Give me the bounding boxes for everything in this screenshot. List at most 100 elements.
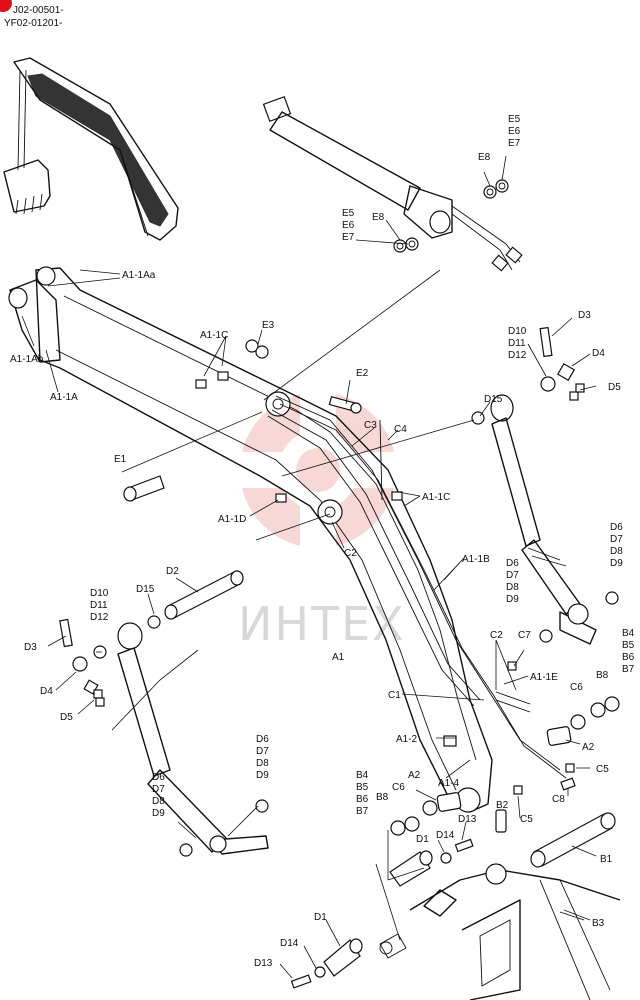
callout-labels: A1-1Aa A1-1Ab A1-1A A1-1C A1-1C A1-1D A1… <box>10 114 635 969</box>
serial-range-2: YF02-01201- <box>4 18 62 29</box>
pin-b1 <box>530 812 616 868</box>
seal-b4-b7-right <box>604 696 620 712</box>
label-d6-left-b: D6 <box>152 772 165 783</box>
bucket-cylinder-right <box>471 326 619 645</box>
label-d12-right: D12 <box>508 350 527 361</box>
bracket-d1-mid <box>389 850 433 887</box>
serial-range-1: J02-00501- <box>13 5 64 16</box>
corner-mark <box>0 0 12 12</box>
label-d7-right-top: D7 <box>610 534 623 545</box>
label-e6-mid: E6 <box>342 220 355 231</box>
label-d8-left-b: D8 <box>152 796 165 807</box>
label-b2: B2 <box>496 800 509 811</box>
washer-d14-bottom <box>314 966 326 978</box>
label-a1-1a: A1-1A <box>50 392 78 403</box>
label-e6-top: E6 <box>508 126 521 137</box>
fitting-c8 <box>560 777 576 791</box>
label-c1: C1 <box>388 690 401 701</box>
label-b4-bottom: B4 <box>356 770 369 781</box>
label-c7: C7 <box>518 630 531 641</box>
boom-cylinder-left <box>59 615 269 857</box>
label-a1: A1 <box>332 652 345 663</box>
bolt-d13-mid <box>454 838 474 853</box>
label-d11-left: D11 <box>90 600 108 611</box>
label-d5-right: D5 <box>608 382 621 393</box>
label-d8-right-mid: D8 <box>506 582 519 593</box>
label-c5-bottom: C5 <box>520 814 533 825</box>
label-d6-right-mid: D6 <box>506 558 519 569</box>
seal-b8-bottom <box>404 816 420 832</box>
grease-fitting-c5-bottom <box>513 785 523 795</box>
bolt-b2 <box>495 809 507 833</box>
label-b8-right: B8 <box>596 670 609 681</box>
bushing-a2-right <box>546 726 572 746</box>
label-d14-mid: D14 <box>436 830 455 841</box>
seal-ring-e8-mid <box>393 239 407 253</box>
label-b6-bottom: B6 <box>356 794 369 805</box>
arm-cylinder <box>262 96 523 272</box>
label-b4-right: B4 <box>622 628 635 639</box>
grease-fitting-c7 <box>507 661 517 671</box>
seal-b4-b7-bottom <box>390 820 406 836</box>
label-a1-1b: A1-1B <box>462 554 490 565</box>
label-d15-left: D15 <box>136 584 155 595</box>
label-d1-mid: D1 <box>416 834 429 845</box>
label-b5-right: B5 <box>622 640 635 651</box>
label-e7-mid: E7 <box>342 232 355 243</box>
watermark-text: ИНТЕХ <box>238 597 406 651</box>
label-d8-left-a: D8 <box>256 758 269 769</box>
label-a2-right: A2 <box>582 742 595 753</box>
label-d9-left-a: D9 <box>256 770 269 781</box>
label-b6-right: B6 <box>622 652 635 663</box>
label-b8-bottom: B8 <box>376 792 389 803</box>
label-a1-1d: A1-1D <box>218 514 246 525</box>
label-a1-1ab: A1-1Ab <box>10 354 44 365</box>
label-e1: E1 <box>114 454 127 465</box>
hydraulic-lines <box>267 395 567 779</box>
label-d9-right-top: D9 <box>610 558 623 569</box>
nut-e3 <box>245 339 269 359</box>
label-d15-right: D15 <box>484 394 503 405</box>
watermark-logo <box>236 388 400 552</box>
label-a1-1e: A1-1E <box>530 672 558 683</box>
label-a2-bottom: A2 <box>408 770 421 781</box>
label-c3: C3 <box>364 420 377 431</box>
label-b7-bottom: B7 <box>356 806 369 817</box>
label-c6-right: C6 <box>570 682 583 693</box>
label-d12-left: D12 <box>90 612 109 623</box>
label-d4-right: D4 <box>592 348 605 359</box>
label-a1-1aa: A1-1Aa <box>122 270 156 281</box>
label-c2-right: C2 <box>490 630 503 641</box>
seal-c6-bottom <box>422 800 438 816</box>
label-a1-2: A1-2 <box>396 734 418 745</box>
label-d6-left-a: D6 <box>256 734 269 745</box>
label-a1-1c-left: A1-1C <box>200 330 228 341</box>
label-c5-right: C5 <box>596 764 609 775</box>
label-d7-left-a: D7 <box>256 746 269 757</box>
label-c6-bottom: C6 <box>392 782 405 793</box>
label-d3-right: D3 <box>578 310 591 321</box>
label-e2: E2 <box>356 368 369 379</box>
label-e3: E3 <box>262 320 275 331</box>
label-d8-right-top: D8 <box>610 546 623 557</box>
label-d1-bottom: D1 <box>314 912 327 923</box>
label-b7-right: B7 <box>622 664 635 675</box>
label-d13-bottom: D13 <box>254 958 273 969</box>
excavator-arm-thumbnail <box>3 57 179 241</box>
boom-foot-pin-e1 <box>123 475 165 502</box>
seal-b8-right <box>590 702 606 718</box>
label-d11-right: D11 <box>508 338 526 349</box>
bushing-a2-bottom <box>436 792 462 812</box>
bolt-e2 <box>328 396 362 414</box>
seal-ring-e8-top <box>483 185 497 199</box>
label-d5-left: D5 <box>60 712 73 723</box>
washer-d14-mid <box>440 852 452 864</box>
label-d7-right-mid: D7 <box>506 570 519 581</box>
label-d9-left-b: D9 <box>152 808 165 819</box>
label-d13-mid: D13 <box>458 814 477 825</box>
seal-ring-e5-e7-top <box>495 179 509 193</box>
label-c2-mid: C2 <box>344 548 357 559</box>
pin-d2 <box>164 570 244 620</box>
label-d9-right-mid: D9 <box>506 594 519 605</box>
